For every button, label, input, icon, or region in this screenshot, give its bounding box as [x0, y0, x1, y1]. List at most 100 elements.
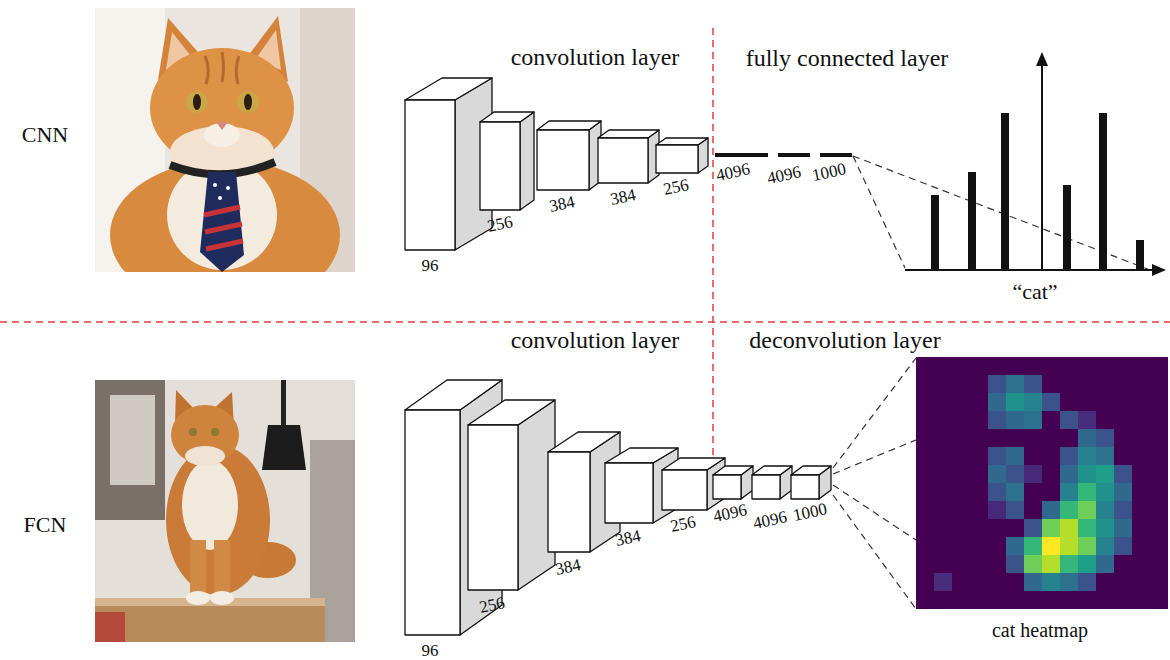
heatmap-cell [1060, 411, 1078, 429]
cat-photo [186, 91, 208, 113]
channel-count: 1000 [792, 500, 829, 524]
layer-block [537, 121, 601, 190]
layer-block [480, 122, 520, 210]
layer-block [713, 466, 753, 475]
layer-block [548, 452, 590, 552]
cat-photo [110, 160, 340, 272]
heatmap-cell [1060, 537, 1078, 555]
cat-photo [185, 446, 225, 466]
cat-photo [262, 425, 306, 470]
heatmap-cell [1060, 447, 1078, 465]
heatmap-cell [1078, 573, 1096, 591]
layer-block [520, 112, 534, 210]
heatmap-cell [1042, 501, 1060, 519]
heatmap-cell [1024, 411, 1042, 429]
channel-count: 4096 [712, 501, 749, 525]
heatmap-cell [988, 375, 1006, 393]
cat-photo [95, 612, 125, 642]
heatmap-cell [1060, 465, 1078, 483]
layer-block [752, 466, 792, 475]
heatmap-cell [1024, 555, 1042, 573]
heatmap-cell [988, 411, 1006, 429]
cat-photo [186, 591, 210, 605]
score-chart [1001, 113, 1009, 270]
section-label: convolution layer [511, 328, 680, 352]
channel-count: 96 [422, 257, 439, 274]
heatmap-cell [1114, 501, 1132, 519]
channel-count: 4096 [766, 163, 803, 187]
score-chart [905, 269, 1155, 271]
channel-count: 256 [669, 513, 697, 535]
row-title: CNN [22, 124, 68, 146]
cat-heatmap [916, 357, 1168, 609]
cat-photo [226, 186, 230, 190]
layer-block [405, 380, 502, 410]
layer-block [598, 130, 659, 138]
heatmap-cell [1042, 393, 1060, 411]
row-title: FCN [24, 514, 67, 536]
layer-block [752, 475, 780, 499]
layer-block [480, 112, 534, 210]
leader-line [833, 440, 916, 474]
heatmap-cell [1006, 501, 1024, 519]
heatmap-cell [988, 393, 1006, 411]
layer-block [405, 100, 455, 250]
fc-layer [820, 153, 852, 157]
heatmap-cell [1096, 555, 1114, 573]
channel-count: 384 [554, 556, 582, 578]
heatmap-cell [1078, 501, 1096, 519]
heatmap-cell [1060, 573, 1078, 591]
layer-block [662, 458, 725, 470]
heatmap-cell [1096, 519, 1114, 537]
cat-photo [166, 445, 270, 595]
heatmap-cell [1114, 519, 1132, 537]
leader-line [853, 156, 905, 268]
channel-count: 384 [548, 193, 576, 215]
layer-block [752, 466, 792, 499]
cat-photo [182, 460, 238, 550]
cat-photo [189, 428, 197, 436]
heatmap-cell [1078, 483, 1096, 501]
divider-line [0, 28, 1170, 455]
layer-block [662, 470, 707, 510]
layer-block [598, 130, 659, 183]
heatmap-cell [1078, 429, 1096, 447]
leader-line [833, 358, 916, 468]
cat-photo [237, 91, 259, 113]
score-chart [931, 195, 939, 270]
score-chart [1036, 52, 1048, 66]
score-chart [1041, 64, 1043, 270]
heatmap-cell [1006, 375, 1024, 393]
cat-photo [95, 380, 355, 642]
heatmap-cell [1096, 429, 1114, 447]
divider-line [0, 321, 1170, 323]
heatmap-cell [1006, 465, 1024, 483]
heatmap-cell [1006, 483, 1024, 501]
channel-count: 256 [662, 176, 690, 198]
cat-photo [205, 52, 239, 84]
cat-heatmap [916, 357, 1168, 609]
leader-line [833, 495, 916, 609]
layer-block [405, 410, 460, 635]
heatmap-cell [1078, 519, 1096, 537]
heatmap-cell [1024, 537, 1042, 555]
heatmap-cell [1024, 465, 1042, 483]
score-chart [968, 172, 976, 270]
heatmap-cell [1006, 393, 1024, 411]
heatmap-cell [1006, 447, 1024, 465]
section-label: convolution layer [511, 45, 680, 69]
cat-photo [213, 183, 217, 187]
heatmap-cell [1078, 555, 1096, 573]
divider-line [712, 28, 714, 455]
cat-photo [211, 428, 219, 436]
fc-layer [715, 153, 768, 157]
layer-block [791, 466, 831, 499]
heatmap-cell [1096, 537, 1114, 555]
channel-count: 4096 [715, 160, 752, 184]
channel-count: 96 [422, 642, 439, 659]
heatmap-cell [1024, 519, 1042, 537]
heatmap-cell [1096, 447, 1114, 465]
heatmap-cell [1042, 537, 1060, 555]
layer-block [468, 400, 555, 590]
